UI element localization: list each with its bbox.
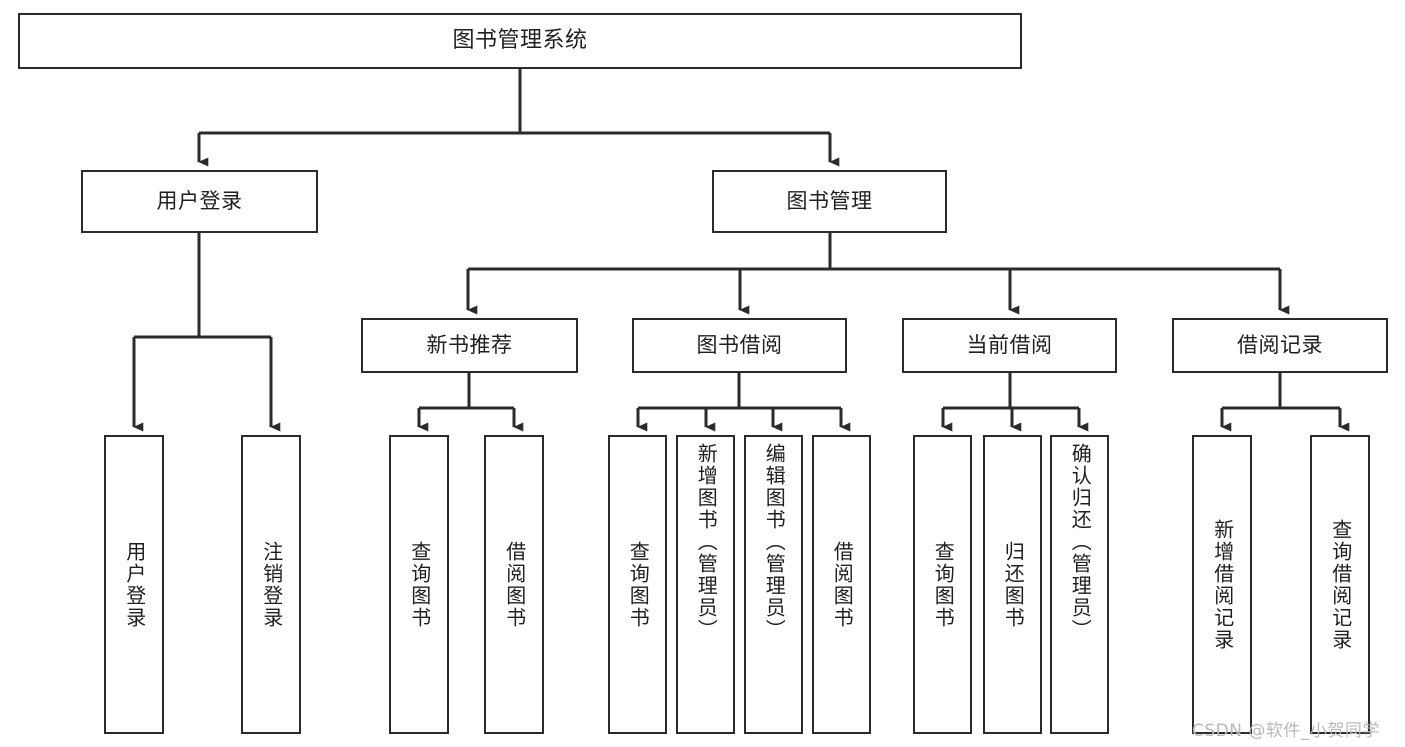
node-user-login-label: 用户登录: [156, 188, 243, 213]
node-leaf-edit-book-label: 编辑图书（管理员）: [762, 443, 787, 641]
node-new-book-recommend-label: 新书推荐: [426, 332, 513, 357]
edges-new-book-recommend: [417, 373, 524, 432]
node-leaf-user-logout[interactable]: 注销登录: [241, 435, 301, 734]
node-leaf-borrow-book-1-label: 借阅图书: [502, 540, 527, 629]
node-new-book-recommend[interactable]: 新书推荐: [361, 318, 578, 373]
node-leaf-add-record-label: 新增借阅记录: [1210, 518, 1235, 651]
watermark: CSDN @软件_小贺同学: [1192, 721, 1380, 741]
edges-book-manage: [466, 233, 1290, 315]
edges-borrow-record: [1220, 373, 1350, 432]
node-leaf-query-book-2-label: 查询图书: [626, 540, 651, 629]
node-leaf-borrow-book-2-label: 借阅图书: [830, 540, 855, 629]
node-leaf-borrow-book-2[interactable]: 借阅图书: [812, 435, 871, 734]
node-leaf-query-book-3-label: 查询图书: [931, 540, 956, 629]
node-current-borrow-label: 当前借阅: [966, 332, 1053, 357]
edges-root: [197, 69, 840, 167]
edges-book-borrow: [636, 373, 851, 432]
node-book-manage[interactable]: 图书管理: [712, 170, 947, 233]
node-leaf-return-book[interactable]: 归还图书: [983, 435, 1042, 734]
node-book-borrow[interactable]: 图书借阅: [632, 318, 847, 373]
node-leaf-return-book-label: 归还图书: [1001, 540, 1026, 629]
node-leaf-query-book-2[interactable]: 查询图书: [608, 435, 667, 734]
node-leaf-user-login-label: 用户登录: [122, 540, 147, 629]
edges-user-login: [132, 233, 281, 432]
node-leaf-user-logout-label: 注销登录: [259, 540, 284, 629]
node-current-borrow[interactable]: 当前借阅: [902, 318, 1117, 373]
node-root[interactable]: 图书管理系统: [18, 13, 1022, 69]
node-borrow-record-label: 借阅记录: [1237, 332, 1323, 357]
node-leaf-query-book-1-label: 查询图书: [407, 540, 432, 629]
node-leaf-add-record[interactable]: 新增借阅记录: [1192, 435, 1252, 734]
node-leaf-confirm-return-label: 确认归还（管理员）: [1068, 443, 1093, 641]
node-user-login[interactable]: 用户登录: [81, 170, 318, 233]
node-book-borrow-label: 图书借阅: [696, 332, 783, 357]
node-leaf-query-book-1[interactable]: 查询图书: [389, 435, 449, 734]
node-leaf-borrow-book-1[interactable]: 借阅图书: [484, 435, 544, 734]
edges-current-borrow: [941, 373, 1089, 432]
node-leaf-user-login[interactable]: 用户登录: [104, 435, 164, 734]
node-leaf-query-book-3[interactable]: 查询图书: [913, 435, 972, 734]
node-leaf-query-record[interactable]: 查询借阅记录: [1310, 435, 1370, 734]
node-borrow-record[interactable]: 借阅记录: [1172, 318, 1388, 373]
node-leaf-add-book-label: 新增图书（管理员）: [694, 443, 719, 641]
node-leaf-confirm-return[interactable]: 确认归还（管理员）: [1050, 435, 1109, 734]
node-leaf-query-record-label: 查询借阅记录: [1328, 518, 1353, 651]
node-leaf-edit-book[interactable]: 编辑图书（管理员）: [744, 435, 803, 734]
node-book-manage-label: 图书管理: [786, 188, 873, 213]
node-root-label: 图书管理系统: [452, 27, 588, 53]
node-leaf-add-book[interactable]: 新增图书（管理员）: [676, 435, 735, 734]
